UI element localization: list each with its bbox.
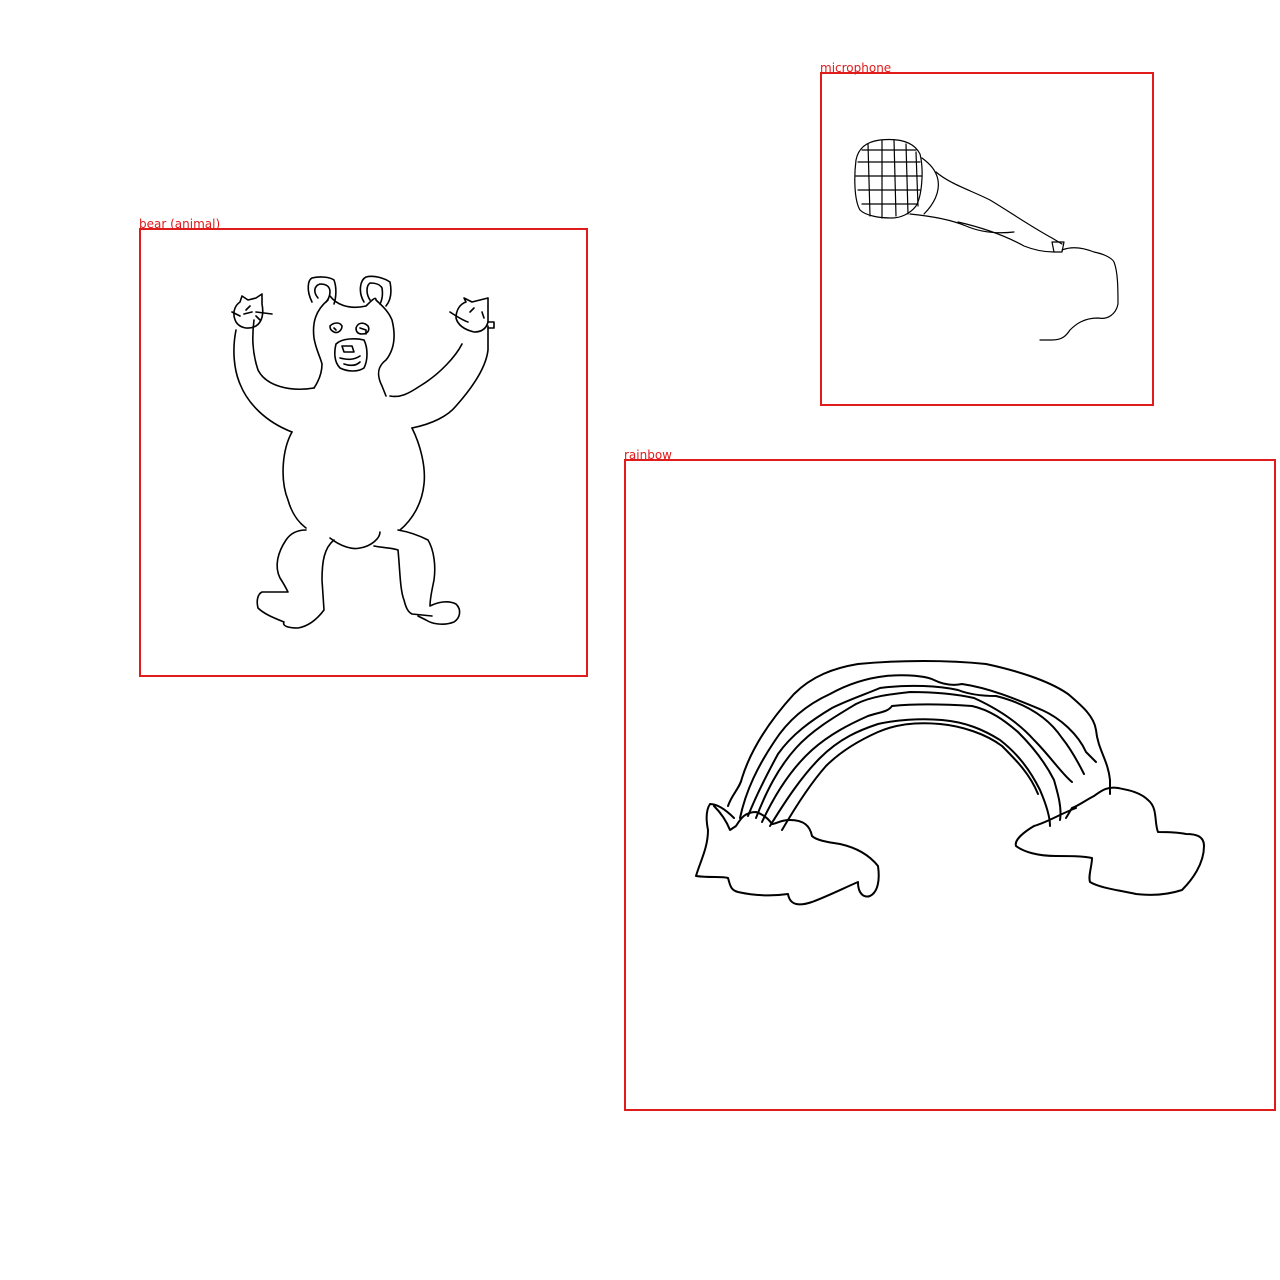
rainbow-bounding-box: [624, 459, 1276, 1111]
bear-bounding-box: [139, 228, 588, 677]
microphone-annotation-label: microphone: [820, 61, 892, 75]
bear-annotation-label: bear (animal): [139, 217, 221, 231]
rainbow-annotation-label: rainbow: [624, 448, 672, 462]
microphone-bounding-box: [820, 72, 1154, 406]
